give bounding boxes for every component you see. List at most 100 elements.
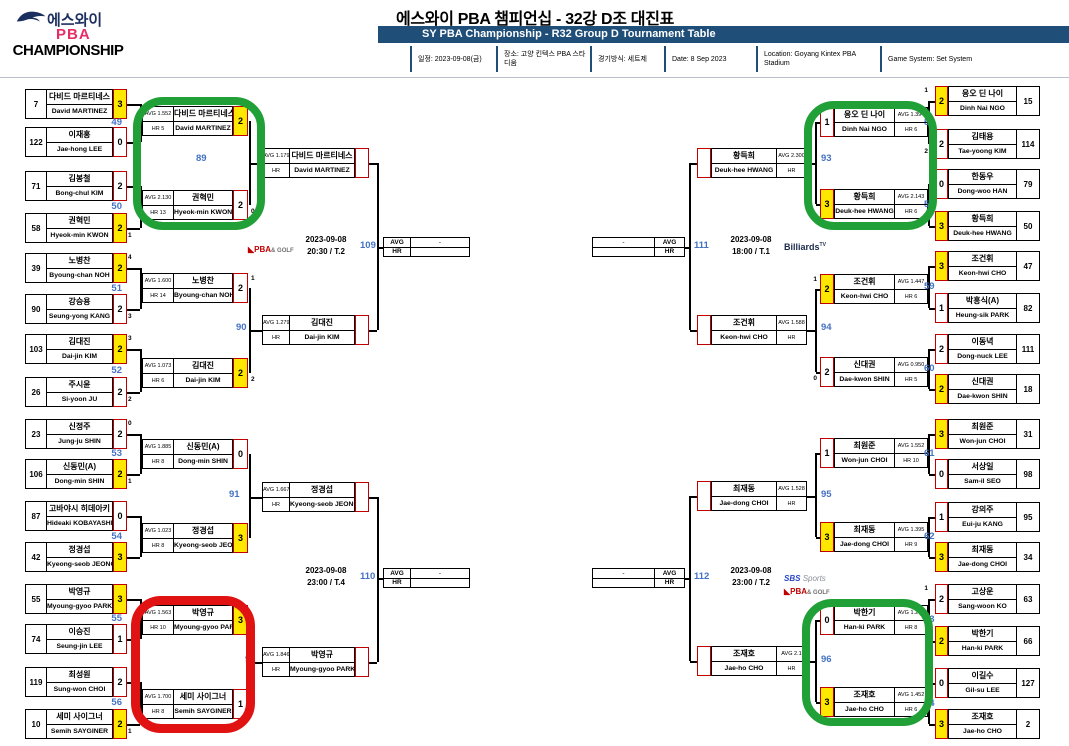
player-name-en: Jae-ho CHO	[724, 665, 764, 673]
player-name-en: Dae-kwon SHIN	[839, 376, 890, 384]
avg-value: AVG 1.279	[263, 316, 289, 331]
match-number: 110	[360, 571, 376, 582]
bracket-line	[377, 578, 383, 580]
result-label: AVG	[654, 238, 684, 247]
player-name-en: Han-ki PARK	[961, 645, 1004, 653]
player-name-ko: 조건휘	[949, 252, 1016, 268]
match-number: 58	[924, 199, 935, 210]
bracket-line	[127, 682, 140, 684]
info-date-en: Date: 8 Sep 2023	[664, 46, 754, 72]
hr-value: HR 5	[904, 376, 918, 383]
player-name-ko: 다비드 마르티네스	[290, 149, 354, 165]
player-name-ko: 응오 딘 나이	[949, 87, 1016, 103]
bracket-line	[807, 496, 816, 498]
player-name-en: Dai-jin KIM	[61, 353, 98, 361]
match-time-table: 23:00 / T.2	[732, 578, 770, 587]
bracket-line	[816, 702, 820, 704]
score-cell: 0	[113, 501, 127, 531]
player-name-ko: 고바야시 히데아키	[47, 502, 112, 518]
player-name-en: Eui-ju KANG	[962, 521, 1003, 529]
player-name-ko: 김태용	[949, 130, 1016, 146]
bracket-line	[369, 662, 377, 664]
match-number: 56	[111, 697, 122, 708]
player-name-ko: 정경섭	[47, 543, 112, 559]
player-name-ko: 김봉철	[47, 172, 112, 188]
bracket-line	[377, 163, 379, 330]
match-number: 55	[111, 613, 122, 624]
seed-number: 26	[26, 378, 47, 406]
avg-value: AVG 1.394	[895, 108, 927, 123]
player-name-en: David MARTINEZ	[51, 108, 108, 116]
info-game-system-en: Game System: Set System	[880, 46, 1010, 72]
result-value	[593, 248, 654, 257]
info-schedule-ko: 일정: 2023-09-08(금)	[410, 46, 494, 72]
match-number: 93	[821, 153, 832, 164]
bracket-line	[127, 639, 140, 641]
player-name: 조재호 Jae-ho CHO	[712, 647, 776, 675]
bracket-line	[140, 599, 142, 639]
player-name-ko: 다비드 마르티네스	[47, 90, 112, 106]
result-value	[411, 579, 469, 588]
score-cell: 3	[820, 189, 834, 219]
seed-number: 15	[1023, 96, 1033, 106]
player-name-ko: 한동우	[949, 170, 1016, 186]
bracket-line	[928, 266, 930, 308]
player-name-en: Jae-dong CHOI	[957, 561, 1008, 569]
player-name: 최재동 Jae-dong CHOI	[949, 543, 1017, 571]
bracket-line	[807, 163, 816, 165]
avg-value: AVG 1.452	[895, 688, 927, 703]
hr-value: HR 9	[904, 541, 918, 548]
match-number: 94	[821, 322, 832, 333]
player-name-ko: 최원준	[949, 420, 1016, 436]
bracket-line	[929, 266, 935, 268]
match-number: 96	[821, 654, 832, 665]
match-date: 2023-09-08	[730, 235, 772, 244]
score-cell: 2	[233, 358, 248, 388]
avg-value: AVG 1.528	[777, 482, 806, 497]
player-name-ko: 최재동	[835, 523, 894, 539]
player-name-ko: 조재호	[835, 688, 894, 704]
result-value	[411, 248, 469, 257]
hr-value: HR	[787, 665, 796, 672]
player-name-ko: 최재동	[949, 543, 1016, 559]
tiebreak-score: 1	[924, 87, 928, 94]
player-name-ko: 조재호	[712, 647, 776, 663]
seed-number: 71	[26, 172, 47, 200]
score-cell: 2	[113, 253, 127, 283]
score-placeholder	[355, 647, 369, 677]
player-name-en: Hideaki KOBAYASHI	[47, 520, 112, 528]
bracket-line	[928, 349, 930, 389]
player-name-ko: 응오 딘 나이	[835, 108, 894, 124]
score-cell: 1	[233, 689, 248, 719]
result-value: -	[438, 238, 442, 246]
bracket-line	[690, 330, 697, 332]
player-name-en: Won-jun CHOI	[841, 457, 888, 465]
seed-number: 87	[26, 502, 47, 530]
seed-number: 79	[1023, 179, 1033, 189]
player-name-ko: 박영규	[174, 606, 232, 622]
player-name-en: Keon-hwi CHO	[958, 270, 1007, 278]
